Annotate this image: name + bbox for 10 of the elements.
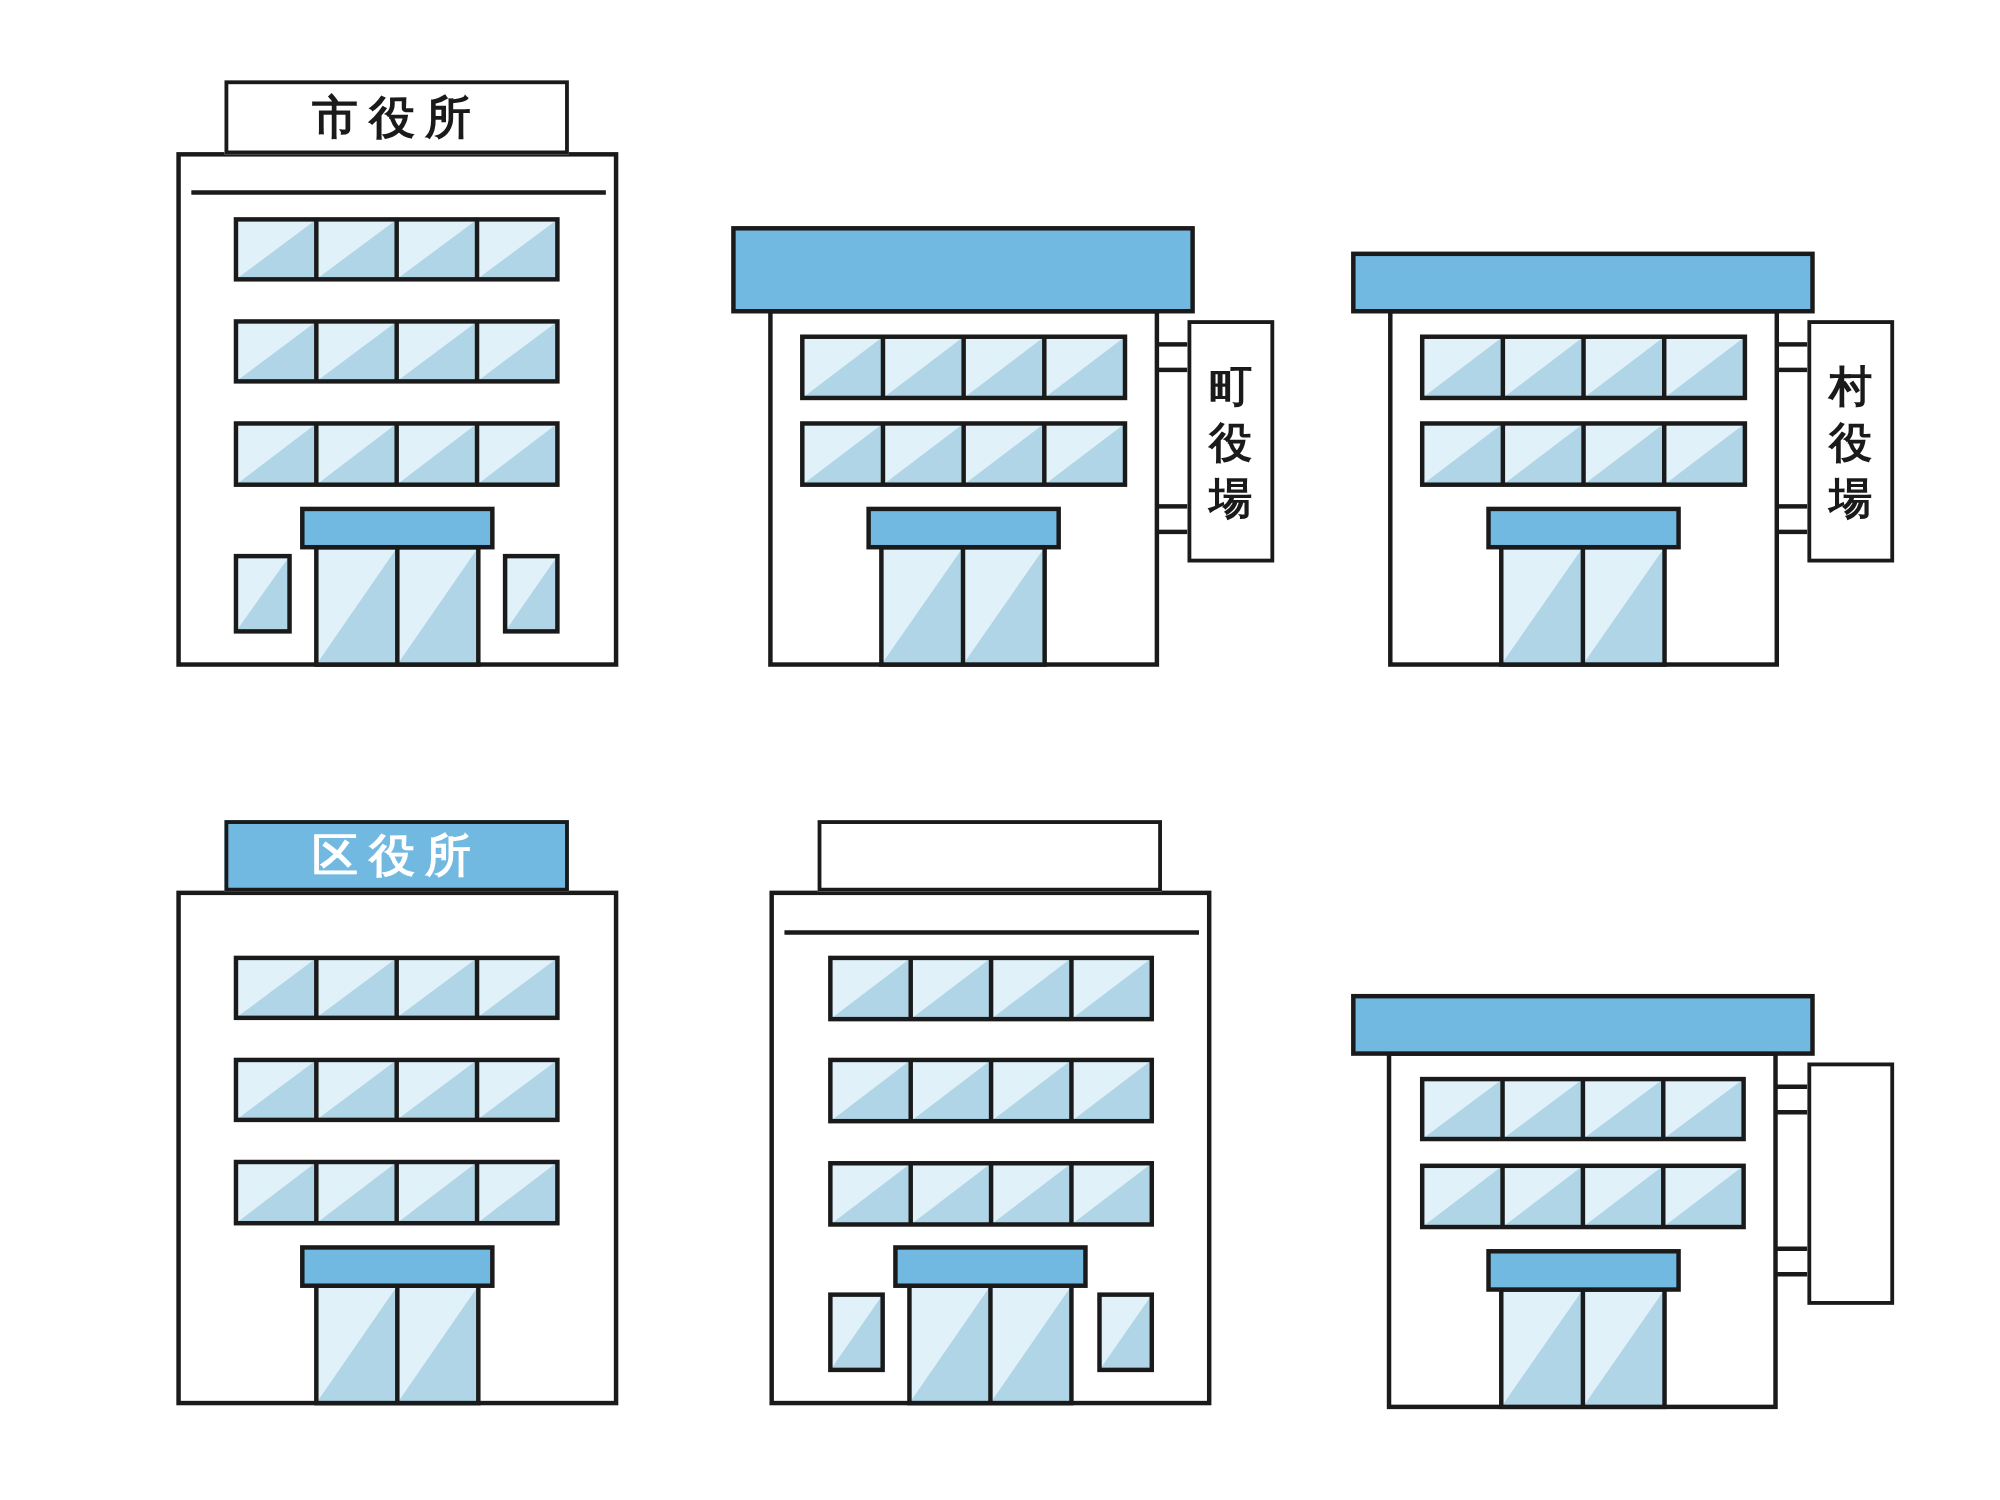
sign-label: 市役所 [312, 94, 481, 141]
sign-board [224, 80, 569, 155]
sign-board [817, 820, 1162, 892]
sign-label: 村役場 [1829, 358, 1873, 526]
sign-board [1807, 320, 1895, 563]
sign-label: 区役所 [312, 832, 481, 879]
sign-board [1807, 1062, 1895, 1305]
sign-label: 町役場 [1209, 358, 1253, 526]
sign-board [224, 820, 569, 892]
sign-board [1187, 320, 1275, 563]
